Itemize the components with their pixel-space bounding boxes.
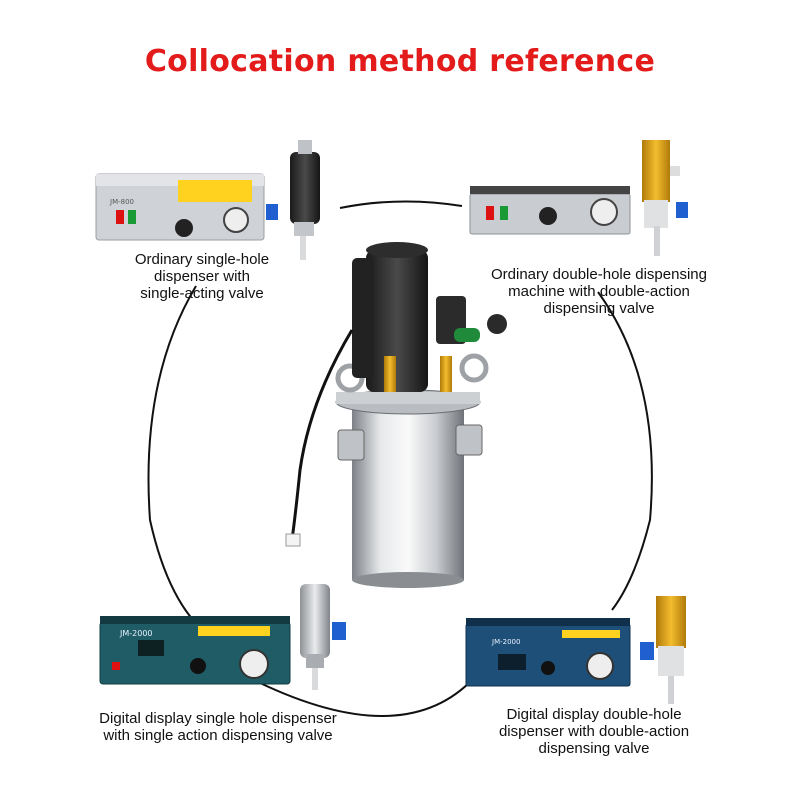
controller-top-left: JM-800 (95, 173, 278, 241)
connection-circle (147, 200, 653, 717)
caption-line: dispenser with double-action (498, 723, 690, 740)
pressure-tank (285, 242, 507, 588)
caption-line: Ordinary single-hole (134, 251, 270, 268)
caption-line: machine with double-action (508, 283, 690, 300)
caption-line: with single action dispensing valve (103, 727, 333, 744)
caption-bottom-right: Digital display double-hole dispenser wi… (478, 706, 710, 757)
caption-top-left: Ordinary single-hole dispenser with sing… (92, 251, 312, 302)
page-title: Collocation method reference (144, 44, 656, 79)
caption-line: Digital display double-hole (506, 706, 682, 723)
single-valve-bottom-left (300, 584, 346, 690)
caption-bottom-left: Digital display single hole dispenser wi… (78, 710, 358, 744)
controller-top-right (469, 186, 631, 235)
caption-top-right: Ordinary double-hole dispensing machine … (468, 266, 730, 317)
single-valve-top-left (290, 140, 320, 260)
controller-bottom-right: JM-2000 (465, 618, 631, 687)
panel-model-label: JM-2000 (119, 629, 153, 638)
caption-line: single-acting valve (140, 285, 264, 302)
caption-line: dispensing valve (538, 740, 650, 757)
caption-line: dispenser with (154, 268, 250, 285)
panel-model-label: JM-2000 (491, 638, 520, 646)
double-valve-bottom-right (640, 596, 686, 704)
caption-line: Digital display single hole dispenser (99, 710, 337, 727)
caption-line: Ordinary double-hole dispensing (491, 266, 707, 283)
caption-line: dispensing valve (543, 300, 655, 317)
double-valve-top-right (642, 140, 688, 256)
panel-model-label: JM-800 (109, 198, 134, 206)
controller-bottom-left: JM-2000 (99, 616, 291, 685)
